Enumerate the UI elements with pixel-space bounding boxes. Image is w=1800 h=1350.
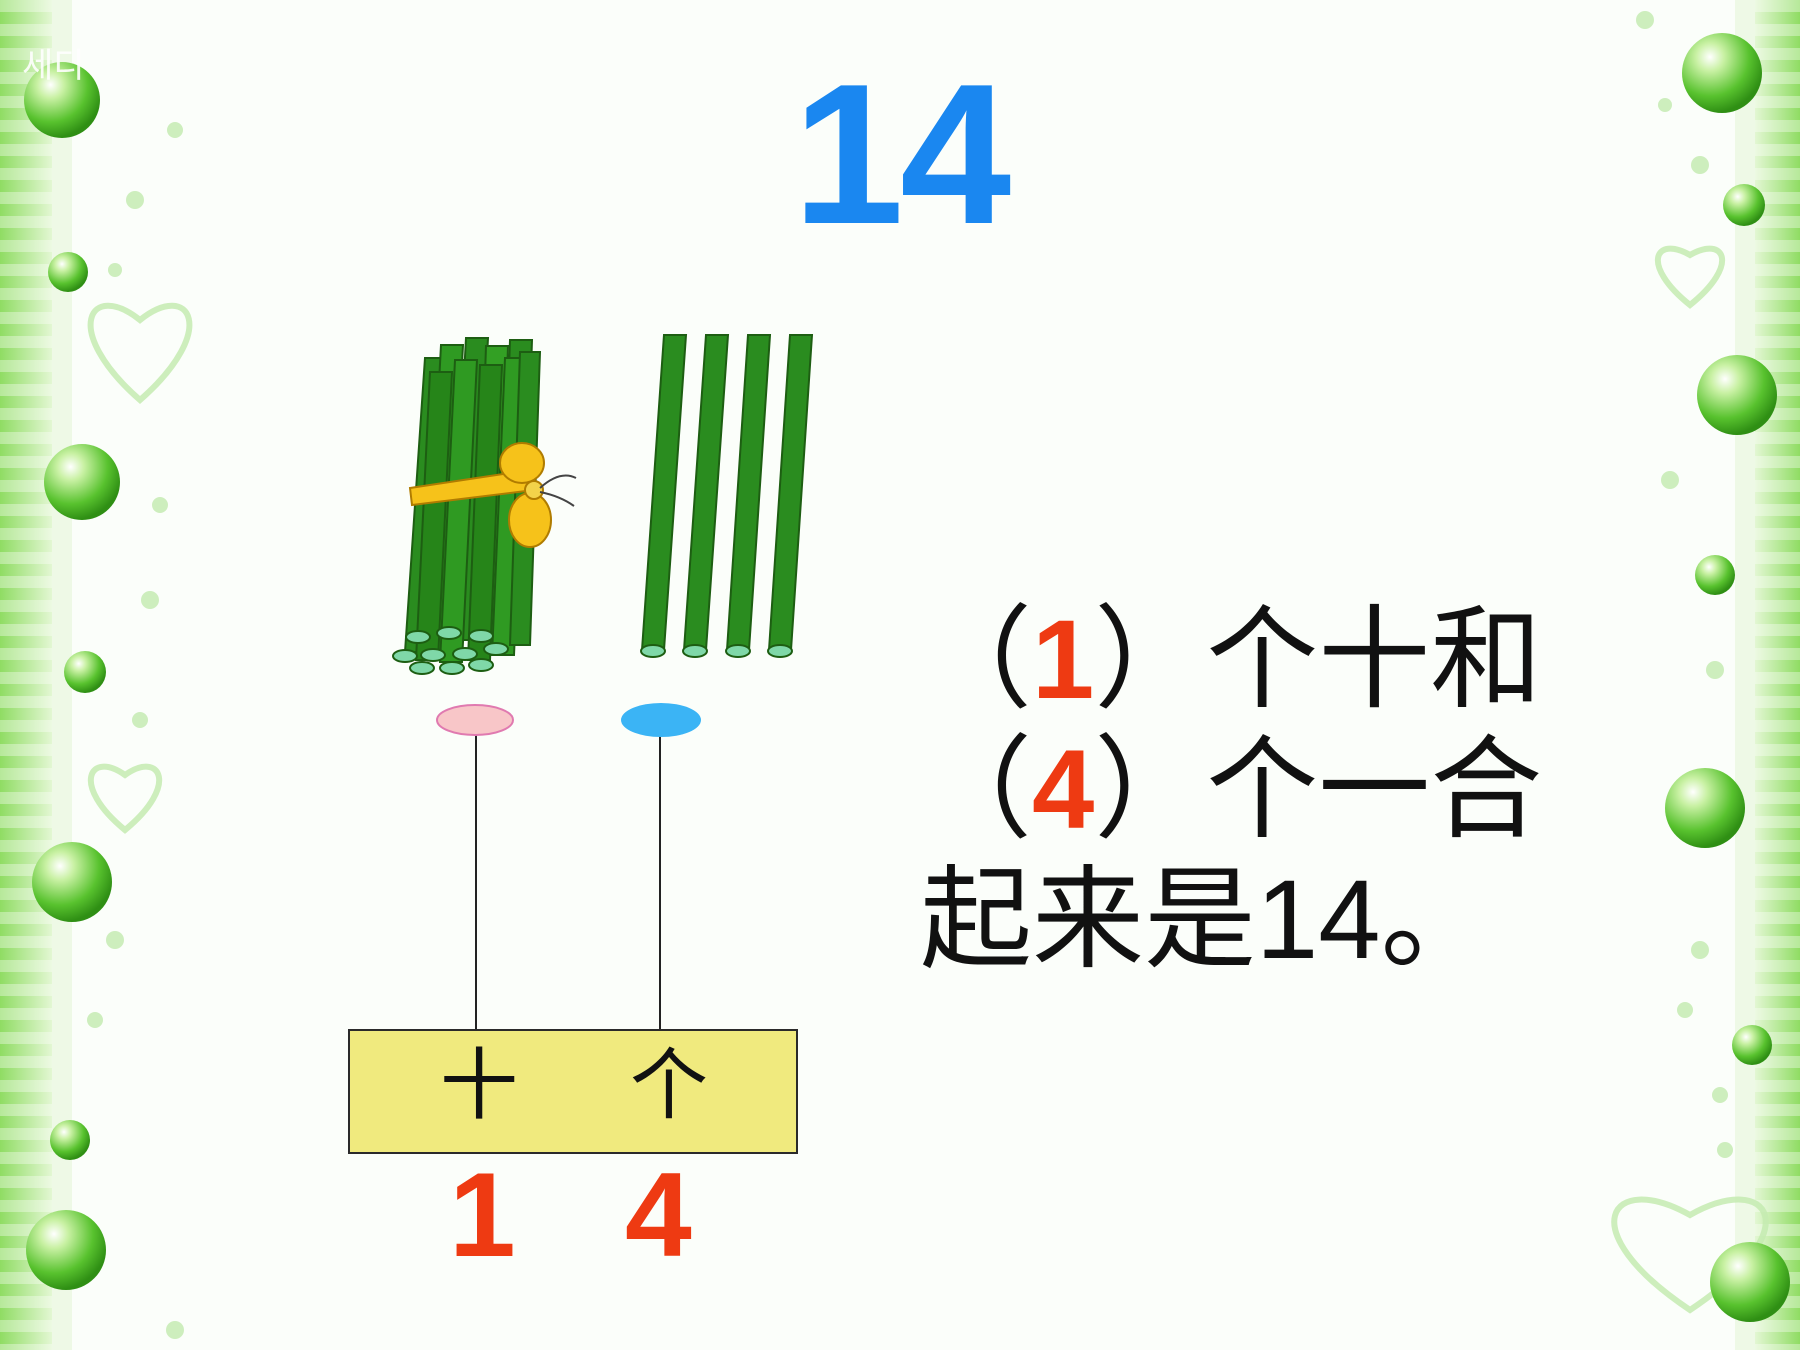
line3-end: 。: [1380, 855, 1493, 985]
corner-mark: 세디: [22, 46, 85, 86]
ones-digit: 4: [625, 1148, 692, 1282]
tens-answer: 1: [1032, 597, 1095, 722]
place-value-box: [348, 1029, 798, 1154]
bundle-of-ten-sticks: [392, 337, 577, 675]
ones-place-label: 个: [630, 1041, 709, 1131]
heart-decorations: [87, 245, 1769, 1314]
tens-text: 个十和: [1206, 595, 1543, 725]
bubble-decorations: [24, 33, 1790, 1322]
ones-answer: 4: [1032, 727, 1095, 852]
line3-text: 起来是: [920, 855, 1256, 985]
sentence-line-3-text: 起来是14。: [920, 855, 1493, 985]
open-paren: （: [920, 595, 1032, 725]
tens-place-label: 十: [440, 1041, 519, 1131]
ones-text: 个一合: [1206, 725, 1543, 855]
sentence-line-1: （1）个十和: [920, 595, 1600, 725]
sparkle-decorations: [87, 11, 1733, 1339]
explanation-text: （1）个十和 （4）个一合: [920, 595, 1600, 985]
close-paren: ）: [1094, 595, 1207, 725]
ones-bead: [621, 703, 701, 737]
ribbon-bow: [408, 442, 577, 548]
open-paren: （: [920, 725, 1032, 855]
four-loose-sticks: [640, 334, 814, 658]
line3-number: 14: [1256, 857, 1381, 982]
sentence-line-2: （4）个一合: [920, 725, 1600, 855]
tens-bead: [436, 704, 514, 736]
close-paren: ）: [1094, 725, 1207, 855]
page-title: 14: [792, 43, 1011, 266]
tens-digit: 1: [449, 1148, 516, 1282]
